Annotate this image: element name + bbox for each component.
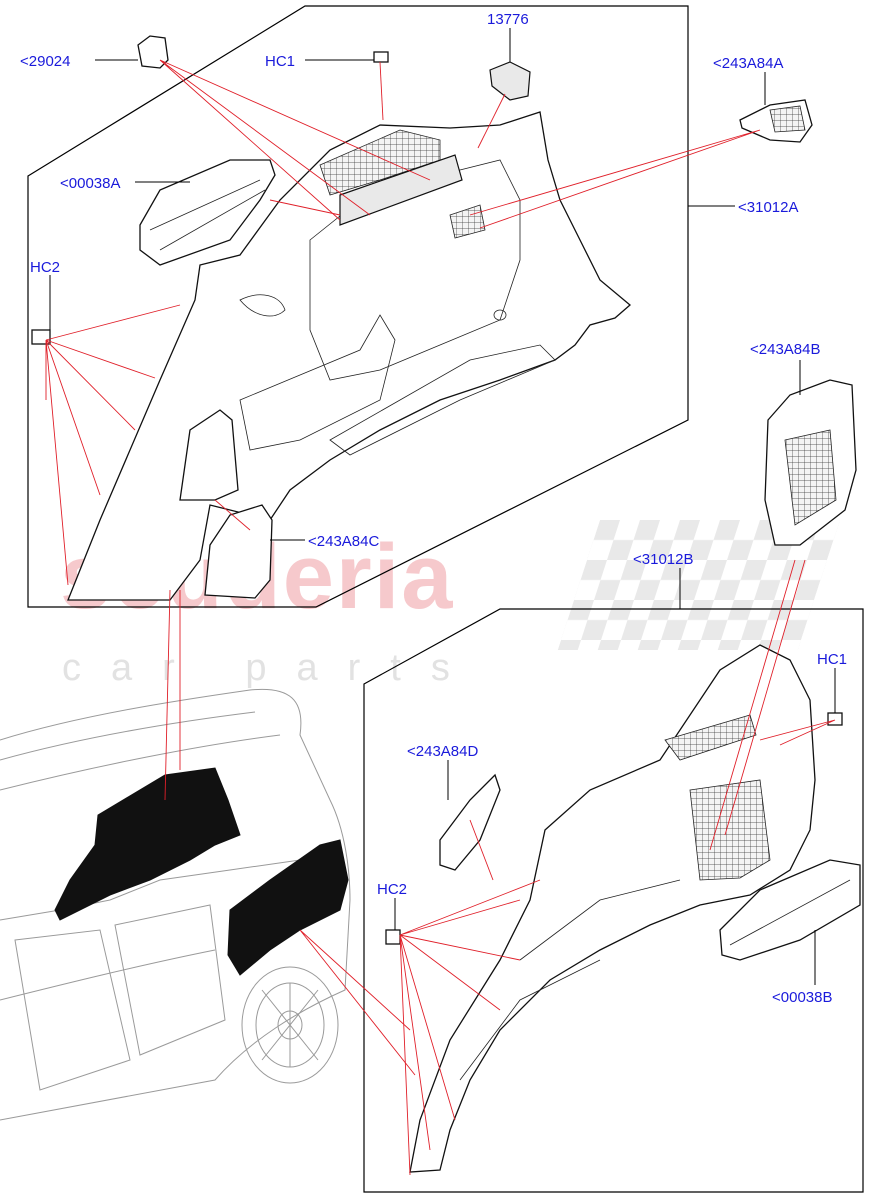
callout-leaders bbox=[49, 28, 836, 985]
vehicle-outline bbox=[0, 688, 351, 1121]
fastener-hc2-bottom[interactable] bbox=[385, 929, 401, 945]
callout-243A84A[interactable]: <243A84A bbox=[713, 55, 783, 72]
watermark-subtitle: car parts bbox=[62, 647, 480, 689]
callout-hc2-bottom[interactable]: HC2 bbox=[377, 881, 407, 898]
highlight-lines bbox=[45, 59, 836, 1176]
callout-00038B[interactable]: <00038B bbox=[772, 989, 832, 1006]
callout-243A84C[interactable]: <243A84C bbox=[308, 533, 379, 550]
cover-243A84C[interactable] bbox=[179, 409, 273, 599]
vent-243A84A[interactable] bbox=[739, 99, 813, 143]
storage-bin-part-a[interactable] bbox=[139, 159, 276, 266]
fastener-hc1-bottom[interactable] bbox=[827, 712, 843, 726]
vehicle-right-trim-highlight bbox=[227, 839, 349, 976]
callout-243A84D[interactable]: <243A84D bbox=[407, 743, 478, 760]
callout-31012A[interactable]: <31012A bbox=[738, 199, 798, 216]
part-13776[interactable] bbox=[489, 61, 531, 101]
storage-bin-part-b[interactable] bbox=[719, 859, 861, 961]
callout-31012B[interactable]: <31012B bbox=[633, 551, 693, 568]
callout-labels: <29024 HC1 13776 <243A84A <00038A <31012… bbox=[20, 11, 847, 1006]
callout-hc1-bottom[interactable]: HC1 bbox=[817, 651, 847, 668]
callout-00038A[interactable]: <00038A bbox=[60, 175, 120, 192]
upper-frame bbox=[27, 5, 689, 608]
vehicle-left-trim-highlight bbox=[54, 767, 241, 921]
fastener-hc1-top[interactable] bbox=[373, 51, 389, 63]
callout-13776[interactable]: 13776 bbox=[487, 11, 529, 28]
callout-29024[interactable]: <29024 bbox=[20, 53, 70, 70]
callout-243A84B[interactable]: <243A84B bbox=[750, 341, 820, 358]
grille-panel-243A84B[interactable] bbox=[764, 379, 857, 546]
quarter-trim-panel-right[interactable] bbox=[409, 644, 816, 1173]
bracket-243A84D[interactable] bbox=[439, 773, 501, 871]
callout-hc2-top[interactable]: HC2 bbox=[30, 259, 60, 276]
checkered-flag-logo bbox=[557, 520, 840, 650]
lower-frame bbox=[363, 608, 864, 1193]
fastener-hc2-top[interactable] bbox=[31, 329, 51, 345]
callout-hc1-top[interactable]: HC1 bbox=[265, 53, 295, 70]
